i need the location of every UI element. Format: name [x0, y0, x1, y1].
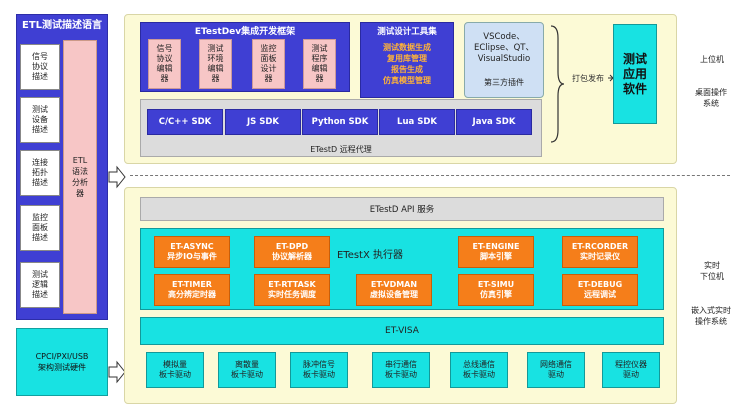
arrow-right-icon — [108, 165, 126, 189]
etestd-remote-agent-label: ETestD 远程代理 — [310, 144, 372, 154]
test-design-toolkit — [360, 22, 454, 98]
engine-name: ET-DEBUG — [577, 280, 623, 289]
bus-card-driver: 总线通信 板卡驱动 — [450, 352, 508, 388]
engine-name: ET-RTTASK — [268, 280, 316, 289]
sdk-java: Java SDK — [456, 109, 532, 135]
engine-desc: 协议解析器 — [272, 252, 312, 261]
test-logic-desc-box: 测试 逻辑 描述 — [20, 262, 60, 308]
serial-card-driver: 串行通信 板卡驱动 — [372, 352, 430, 388]
engine-desc: 高分辨定时器 — [168, 290, 216, 299]
engine-desc: 仿真引擎 — [479, 290, 512, 299]
engine-name: ET-DPD — [275, 242, 309, 251]
test-hardware-box: CPCI/PXI/USB 架构测试硬件 — [16, 328, 108, 396]
engine-desc: 实时任务调度 — [268, 290, 316, 299]
pulse-card-driver: 脉冲信号 板卡驱动 — [290, 352, 348, 388]
etestdev-title: ETestDev集成开发框架 — [194, 26, 296, 37]
test-design-toolkit-title: 测试设计工具集 — [377, 27, 437, 37]
engine-name: ET-VDMAN — [370, 280, 418, 289]
test-env-editor: 测试 环境 编辑 器 — [199, 39, 232, 89]
etl-syntax-parser: ETL 语法 分析 器 — [63, 40, 97, 314]
connection-topology-desc-box: 连接 拓扑 描述 — [20, 150, 60, 196]
engine-desc: 远程调试 — [584, 290, 616, 299]
engine-desc: 实时记录仪 — [579, 252, 620, 261]
signal-protocol-desc-box: 信号 协议 描述 — [20, 44, 60, 90]
realtime-lower-computer-label: 实时 下位机 — [700, 261, 724, 281]
engine-name: ET-TIMER — [172, 280, 212, 289]
arrow-right-icon — [108, 360, 126, 384]
sdk-python: Python SDK — [302, 109, 378, 135]
layer-divider — [130, 175, 730, 176]
third-party-plugins — [464, 22, 544, 98]
test-program-editor: 测试 程序 编辑 器 — [303, 39, 336, 89]
analog-card-driver: 模拟量 板卡驱动 — [146, 352, 204, 388]
monitor-panel-desc-box: 监控 面板 描述 — [20, 205, 60, 251]
third-party-plugins-label: 第三方插件 — [484, 77, 524, 87]
instrument-driver: 程控仪器 驱动 — [602, 352, 660, 388]
package-release-label: 打包发布 — [572, 73, 604, 83]
engine-name: ET-ASYNC — [170, 242, 214, 251]
etestd-api-service: ETestD API 服务 — [140, 197, 664, 221]
engine-name: ET-SIMU — [477, 280, 515, 289]
brace-icon — [550, 25, 565, 143]
engine-desc: 虚拟设备管理 — [370, 290, 418, 299]
engine-name: ET-ENGINE — [472, 242, 520, 251]
sdk-js: JS SDK — [225, 109, 301, 135]
desktop-os-label: 桌面操作 系统 — [695, 88, 727, 108]
test-design-toolkit-items: 测试数据生成 复用库管理 报告生成 仿真模型管理 — [383, 43, 431, 85]
third-party-ide-list: VSCode、 EClipse、QT、 VisualStudio — [474, 31, 534, 64]
test-device-desc-box: 测试 设备 描述 — [20, 97, 60, 143]
et-visa-layer: ET-VISA — [140, 317, 664, 345]
sdk-cpp: C/C++ SDK — [147, 109, 223, 135]
test-application-software: 测试 应用 软件 — [613, 24, 657, 124]
upper-computer-label: 上位机 — [700, 54, 724, 64]
etl-language-title: ETL测试描述语言 — [21, 19, 103, 31]
engine-name: ET-RCORDER — [571, 242, 629, 251]
sdk-lua: Lua SDK — [379, 109, 455, 135]
discrete-card-driver: 离散量 板卡驱动 — [218, 352, 276, 388]
network-driver: 网络通信 驱动 — [527, 352, 585, 388]
etestx-executor-label: ETestX 执行器 — [336, 249, 404, 261]
monitor-panel-designer: 监控 面板 设计 器 — [252, 39, 285, 89]
signal-protocol-editor: 信号 协议 编辑 器 — [148, 39, 181, 89]
embedded-rtos-label: 嵌入式实时 操作系统 — [691, 306, 731, 326]
engine-desc: 异步IO与事件 — [167, 252, 217, 261]
engine-desc: 脚本引擎 — [480, 252, 512, 261]
